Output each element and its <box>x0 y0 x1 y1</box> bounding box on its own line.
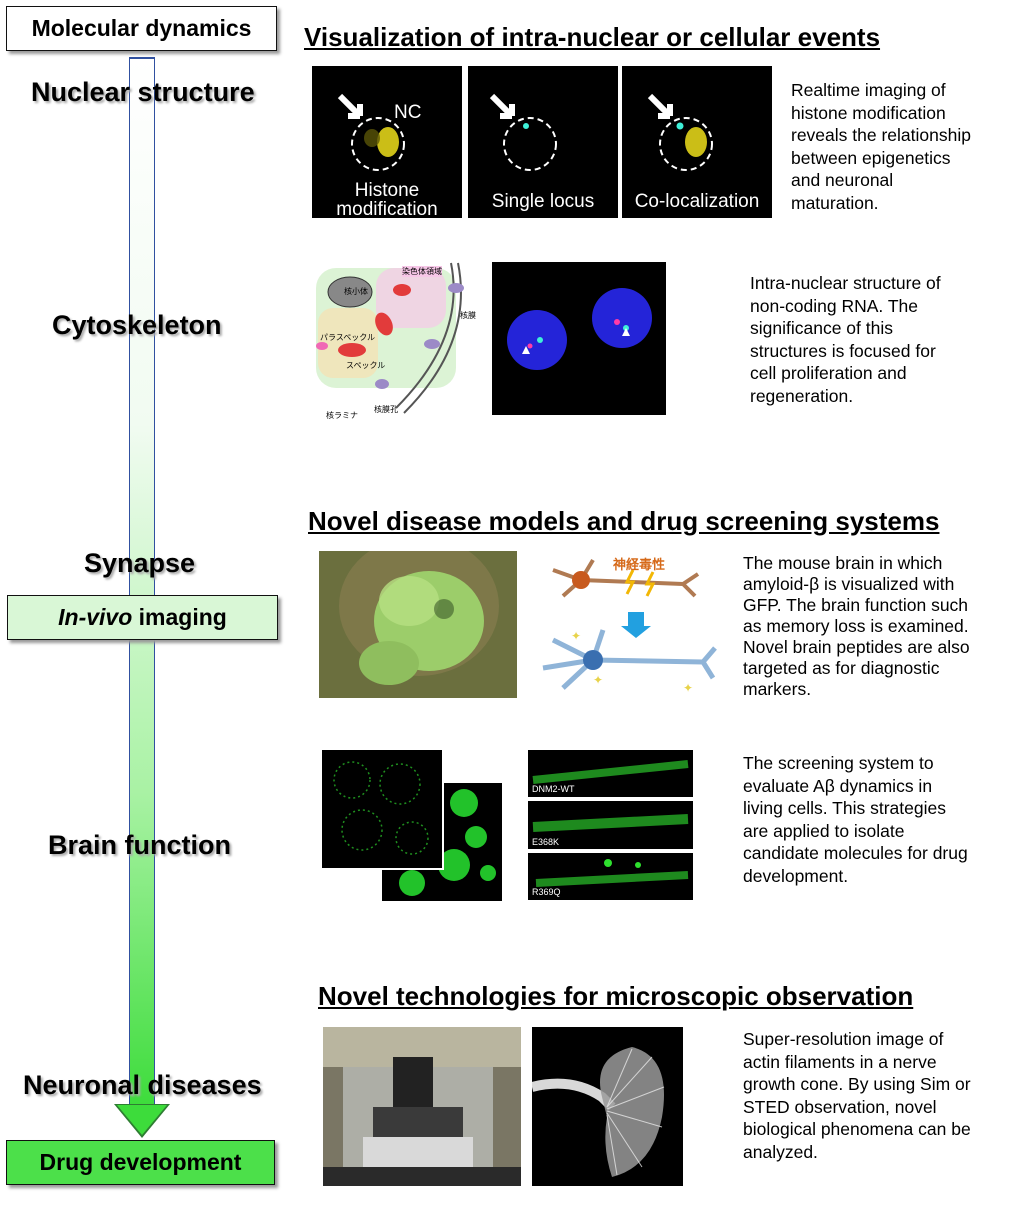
neurotoxicity-graphic: ✦ ✦ ✦ <box>542 558 717 695</box>
label-nuclear-membrane: 核膜 <box>460 311 476 320</box>
stage-nuclear-structure: Nuclear structure <box>31 77 255 107</box>
section2-heading: Novel disease models and drug screening … <box>308 506 940 536</box>
label-speckle: スペックル <box>346 361 386 370</box>
single-locus-image: Single locus <box>468 66 618 218</box>
histone-modification-image: NC Histone modification <box>312 66 462 218</box>
section3-description: Super-resolution image of actin filament… <box>743 1029 971 1162</box>
strip-label-e368k: E368K <box>532 837 560 847</box>
svg-text:✦: ✦ <box>683 681 693 695</box>
histone-image-graphic <box>337 93 405 171</box>
colocalization-graphic <box>647 93 713 171</box>
strip-r369q-graphic <box>535 859 689 887</box>
section1b-description: Intra-nuclear structure of non-coding RN… <box>750 273 941 406</box>
nuclei-fluorescence-image <box>492 262 666 415</box>
label-nucleosome: 核小体 <box>344 287 368 296</box>
stage-cytoskeleton: Cytoskeleton <box>52 310 222 340</box>
molecular-dynamics-label: Molecular dynamics <box>31 15 252 41</box>
colocalization-image: Co-localization <box>622 66 772 218</box>
stage-synapse: Synapse <box>84 548 196 578</box>
strip-image-e368k: E368K <box>528 801 693 849</box>
nc-label: NC <box>394 102 422 123</box>
label-nuclear-lamina: 核ラミナ <box>326 411 358 420</box>
section2b-description: The screening system to evaluate Aβ dyna… <box>743 753 968 886</box>
progress-arrow-shaft <box>129 57 155 1107</box>
progress-arrow-top <box>129 57 155 59</box>
cell-culture-front-graphic <box>333 761 429 855</box>
mouse-embryo-graphic <box>319 551 517 698</box>
strip-image-r369q: R369Q <box>528 853 693 900</box>
section1-description: Realtime imaging of histone modification… <box>791 80 971 213</box>
label-paraspeckle: パラスペックル <box>320 333 376 342</box>
progress-arrowhead-fill <box>117 1105 167 1135</box>
neurotoxicity-label: 神経毒性 <box>613 557 666 572</box>
microscope-graphic <box>323 1027 521 1186</box>
section1-heading: Visualization of intra-nuclear or cellul… <box>304 22 881 52</box>
label-nuclear-pore: 核膜孔 <box>374 405 398 414</box>
nuclei-fluorescence-graphic <box>507 288 652 370</box>
section3-heading: Novel technologies for microscopic obser… <box>318 981 914 1011</box>
cell-culture-back-graphic <box>399 789 496 896</box>
strip-e368k-graphic <box>532 814 689 832</box>
molecular-dynamics-box: Molecular dynamics <box>6 6 277 51</box>
nuclear-structure-diagram: 核小体 染色体領域 パラスペックル スペックル 核膜 核ラミナ 核膜孔 <box>306 258 478 420</box>
microscope-photo <box>323 1027 521 1186</box>
invivo-imaging-box: In-vivo imaging <box>7 595 278 640</box>
growth-cone-graphic <box>532 1047 665 1177</box>
stage-neuronal-diseases: Neuronal diseases <box>23 1070 262 1100</box>
histone-caption: Histone modification <box>336 180 438 218</box>
neurotoxicity-illustration: ✦ ✦ ✦ 神経毒性 <box>533 550 718 695</box>
growth-cone-image <box>532 1027 683 1186</box>
cell-culture-image-front <box>320 748 444 870</box>
nuclear-diagram-graphic <box>316 262 464 414</box>
strip-label-wt: DNM2-WT <box>532 784 575 794</box>
strip-image-wt: DNM2-WT <box>528 750 693 797</box>
strip-wt-graphic <box>532 760 689 784</box>
mouse-embryo-image <box>319 551 517 698</box>
svg-text:✦: ✦ <box>571 629 581 643</box>
single-locus-graphic <box>489 93 557 171</box>
stage-brain-function: Brain function <box>48 830 231 860</box>
svg-text:✦: ✦ <box>593 673 603 687</box>
label-chromosome-territory: 染色体領域 <box>402 266 442 277</box>
single-locus-caption: Single locus <box>491 191 595 212</box>
invivo-imaging-label: In-vivo imaging <box>58 604 227 630</box>
section2-description: The mouse brain in which amyloid-β is vi… <box>743 553 970 699</box>
drug-development-label: Drug development <box>39 1149 242 1175</box>
strip-label-r369q: R369Q <box>532 887 561 897</box>
drug-development-box: Drug development <box>6 1140 275 1185</box>
colocalization-caption: Co-localization <box>634 191 760 212</box>
